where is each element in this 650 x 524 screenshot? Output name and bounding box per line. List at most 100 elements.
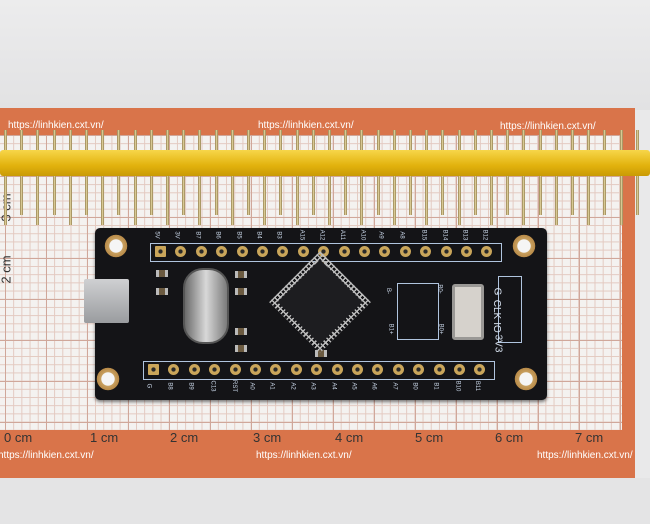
pin-label: A11 (338, 229, 345, 241)
pin-label: B14 (440, 229, 447, 241)
header-pin (522, 130, 526, 225)
swd-header-outline (498, 276, 522, 343)
pin-pad (379, 246, 391, 257)
watermark-url: https://linhkien.cxt.vn/ (0, 450, 94, 461)
pin-pad (420, 246, 432, 257)
ruler-label: 1 cm (90, 430, 119, 445)
pin-pad (372, 364, 384, 375)
header-pin (4, 130, 7, 225)
pin-pad (236, 246, 248, 257)
watermark-url: https://linhkien.cxt.vn/ (256, 450, 352, 461)
header-pin (68, 130, 72, 225)
smd-component (235, 271, 247, 278)
watermark-url: https://linhkien.cxt.vn/ (258, 120, 354, 131)
ruler-label: 2 cm (0, 255, 14, 284)
pin-pad (277, 246, 289, 257)
boot-jumper-outline (397, 283, 439, 340)
pin-label: A15 (298, 229, 305, 241)
reset-button (452, 284, 484, 340)
header-pin (425, 130, 429, 225)
header-pin (36, 130, 40, 225)
pin-label: A10 (359, 229, 366, 241)
ruler-label: 3 cm (253, 430, 282, 445)
pin-label: A9 (378, 231, 385, 239)
pin-pad (209, 364, 221, 375)
header-pin (360, 130, 364, 225)
pin-pad (297, 246, 309, 257)
pin-label: B5 (235, 231, 242, 239)
pin-pad (216, 246, 228, 257)
mounting-hole (95, 366, 121, 392)
pin-header-strip (0, 150, 650, 176)
pin-pad (359, 246, 370, 257)
pin-label: A8 (398, 231, 405, 239)
mounting-hole (103, 233, 129, 259)
crystal-oscillator (183, 268, 229, 344)
mounting-hole (513, 366, 539, 392)
ruler-label: 2 cm (170, 430, 199, 445)
pin-pad (188, 364, 200, 375)
pin-label: C13 (209, 380, 216, 392)
pin-pad (352, 364, 363, 375)
boot-label: B0+ (437, 323, 444, 335)
pin-label: B11 (474, 380, 481, 392)
ruler-label: 6 cm (495, 430, 524, 445)
pin-label: A6 (371, 382, 378, 390)
pin-label: B6 (214, 231, 221, 239)
pin-label: B15 (420, 229, 427, 241)
swd-label: G (491, 287, 503, 296)
pin-label: A1 (269, 382, 276, 390)
pin-label: A7 (391, 382, 398, 390)
background-paper (0, 0, 650, 110)
swd-label: IO (490, 322, 502, 333)
pin-pad (461, 246, 472, 257)
ruler-label: 4 cm (335, 430, 364, 445)
pin-label: B4 (255, 231, 262, 239)
pin-pad (338, 246, 350, 257)
pin-pad (474, 364, 486, 375)
silkscreen-outline (143, 361, 495, 380)
watermark-url: https://linhkien.cxt.vn/ (537, 450, 633, 461)
pin-pad (392, 364, 404, 375)
boot-label: B- (385, 288, 391, 294)
header-pin (198, 130, 202, 225)
pin-pad (481, 246, 493, 257)
pin-pad (413, 364, 425, 375)
pin-pad (311, 364, 323, 375)
pin-label: A5 (350, 382, 357, 390)
boot-label: B0- (436, 284, 443, 294)
micro-usb-port (84, 279, 129, 323)
pin-label: RST (230, 380, 237, 392)
pin-pad (229, 364, 241, 375)
header-pin (263, 130, 267, 225)
pin-pad (318, 246, 330, 257)
pin-pad (195, 246, 207, 257)
pin-pad (168, 364, 180, 375)
watermark-url: https://linhkien.cxt.vn/ (500, 121, 596, 132)
ruler-label: 0 cm (4, 430, 33, 445)
header-pin (587, 130, 591, 225)
pin-label: A2 (289, 382, 296, 390)
pin-label: B8 (167, 382, 174, 390)
pin-pad (399, 246, 411, 257)
smd-component (235, 345, 247, 352)
pin-pad (454, 364, 465, 375)
pin-pad (433, 364, 445, 375)
smd-component (235, 288, 247, 295)
pin-pad (250, 364, 261, 375)
pin-pad (440, 246, 452, 257)
pin-label: B13 (461, 229, 468, 241)
pin-label: B7 (194, 231, 201, 239)
ruler-label: 5 cm (415, 430, 444, 445)
pin-label: B0 (411, 382, 418, 390)
smd-component (315, 350, 327, 357)
smd-component (156, 288, 168, 295)
header-pin (328, 130, 331, 225)
pin-label: A3 (309, 382, 316, 390)
pin-label: A4 (330, 382, 337, 390)
header-pin (133, 130, 137, 225)
pin-label: B10 (454, 380, 461, 392)
header-pin (619, 130, 623, 225)
pin-label: B3 (276, 231, 283, 239)
pin-label: B1 (432, 382, 439, 390)
